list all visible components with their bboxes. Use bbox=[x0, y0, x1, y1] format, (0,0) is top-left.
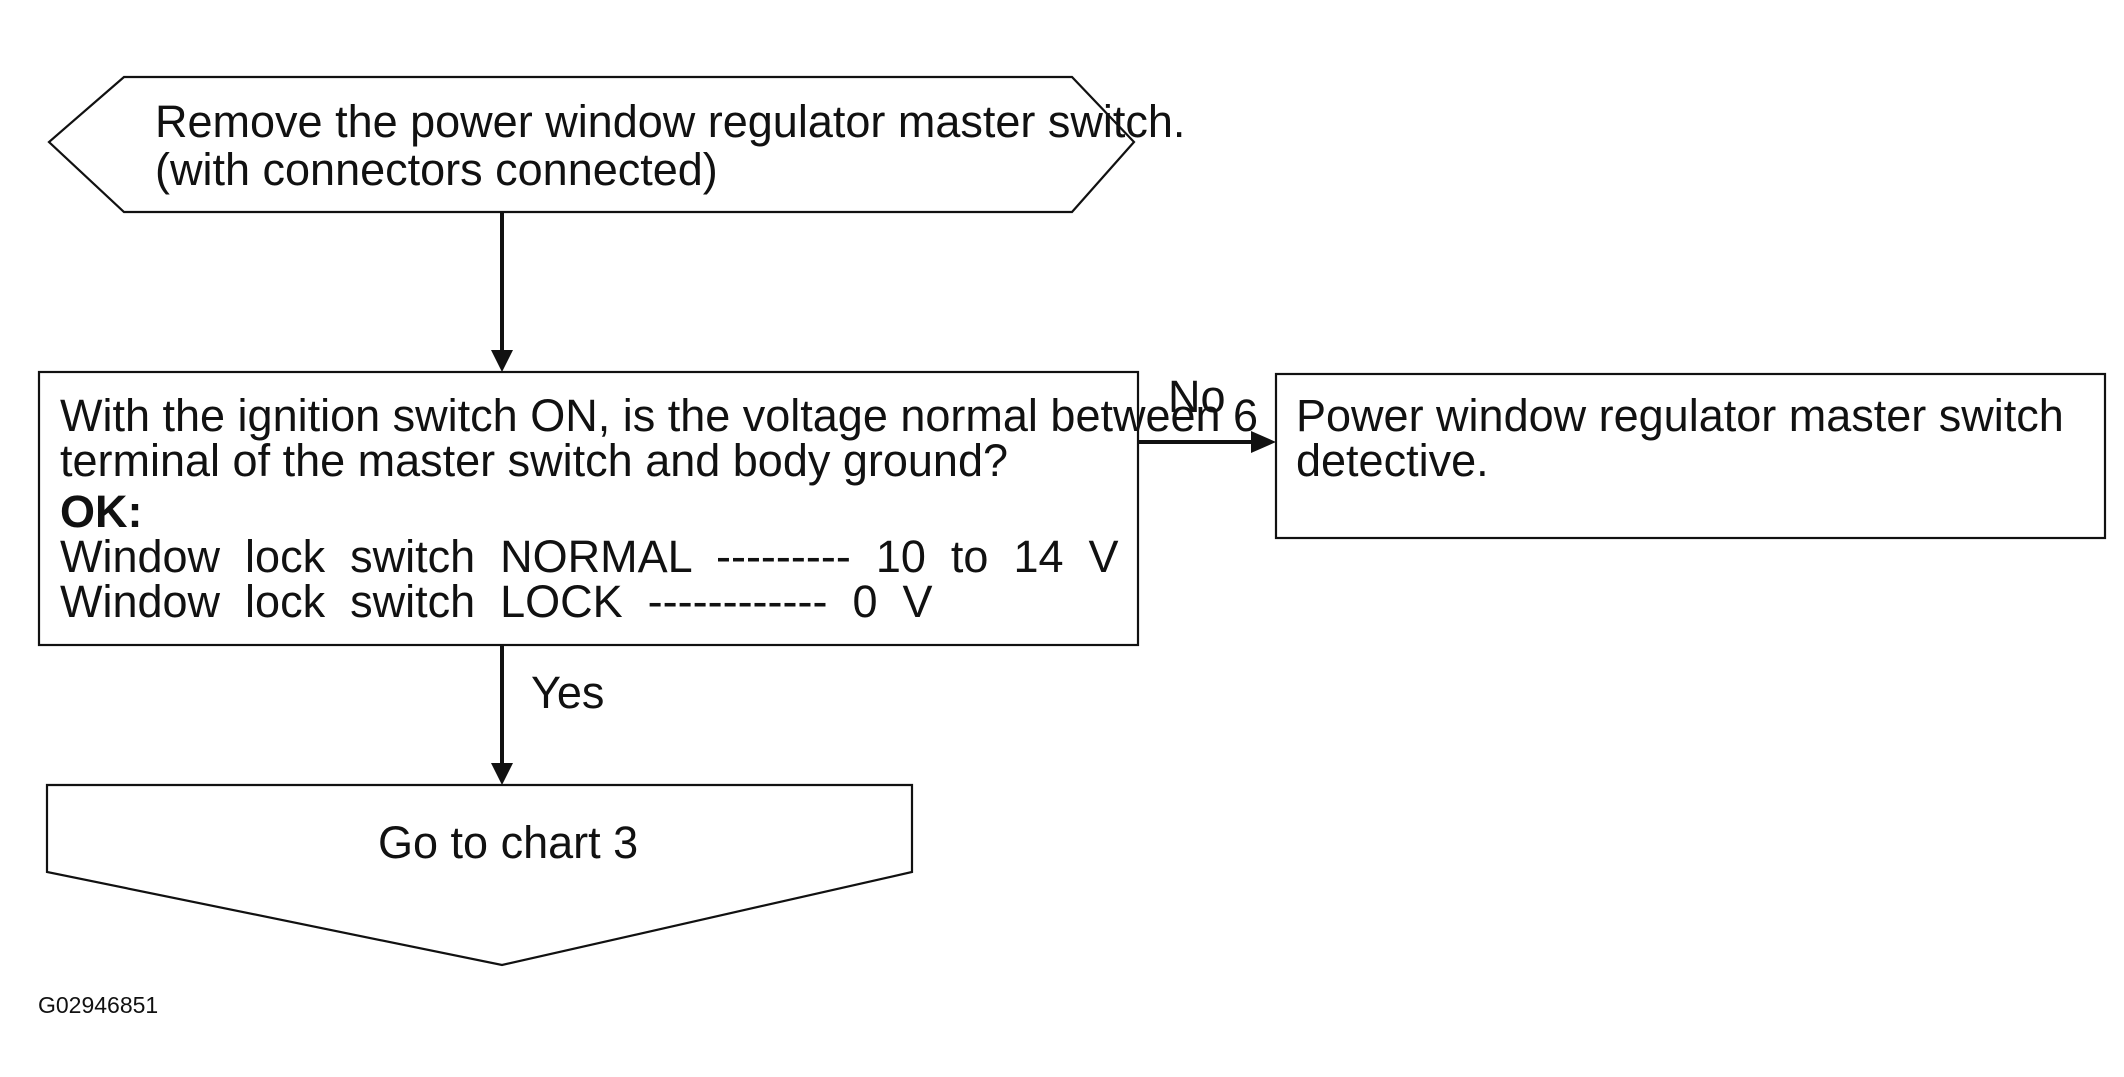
arrowhead-down-end bbox=[491, 763, 513, 785]
decision-question-line-1: With the ignition switch ON, is the volt… bbox=[60, 390, 1259, 441]
decision-ok-label: OK: bbox=[60, 486, 143, 537]
end-offpage-connector bbox=[45, 783, 914, 967]
result-box bbox=[1274, 372, 2107, 540]
arrowhead-down-decision bbox=[491, 350, 513, 372]
result-line-2: detective. bbox=[1296, 435, 1489, 486]
figure-id: G02946851 bbox=[38, 992, 159, 1018]
decision-spec-normal: Window lock switch NORMAL --------- 10 t… bbox=[60, 531, 1119, 582]
branch-label-yes: Yes bbox=[531, 667, 605, 718]
branch-label-no: No bbox=[1168, 371, 1226, 422]
end-node-label: Go to chart 3 bbox=[378, 817, 639, 868]
arrowhead-right-result bbox=[1251, 431, 1276, 453]
start-hexagon bbox=[47, 75, 1136, 214]
start-node-line-2: (with connectors connected) bbox=[155, 144, 718, 195]
start-node-line-1: Remove the power window regulator master… bbox=[155, 96, 1186, 147]
decision-box bbox=[37, 370, 1140, 647]
decision-spec-lock: Window lock switch LOCK ------------ 0 V bbox=[60, 576, 933, 627]
result-line-1: Power window regulator master switch bbox=[1296, 390, 2064, 441]
decision-question-line-2: terminal of the master switch and body g… bbox=[60, 435, 1009, 486]
